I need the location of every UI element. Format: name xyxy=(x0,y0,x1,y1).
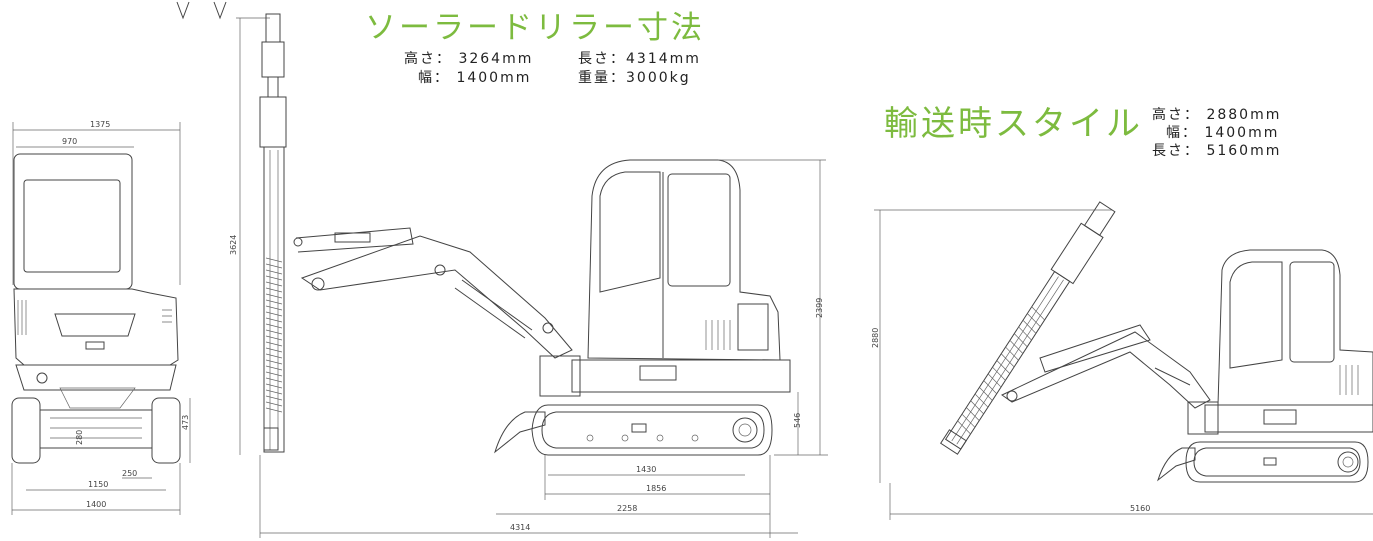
transport-spec-length: 長さ： 5160mm xyxy=(1152,143,1282,159)
transport-spec-width: 幅： 1400mm xyxy=(1166,125,1280,141)
dim-front-under: 280 xyxy=(75,430,84,445)
cropped-marks xyxy=(176,1,227,20)
dim-overall-len: 4314 xyxy=(510,523,530,532)
side-view-drawing: 3624 xyxy=(229,13,828,538)
dim-tumbler: 1430 xyxy=(636,465,656,474)
main-title: ソーラードリラー寸法 xyxy=(365,10,705,46)
dim-blade-len: 2258 xyxy=(617,504,637,513)
dim-front-overall-top: 1375 xyxy=(90,120,110,129)
dim-front-track-height: 473 xyxy=(181,415,190,430)
spec-width: 幅： 1400mm xyxy=(418,70,532,86)
dim-cab-height: 2399 xyxy=(815,298,824,318)
spec-height: 高さ： 3264mm xyxy=(404,51,534,67)
dim-track-h: 546 xyxy=(793,413,802,428)
transport-spec-height: 高さ： 2880mm xyxy=(1152,107,1282,123)
dim-front-overall: 1400 xyxy=(86,500,106,509)
dim-mast-height: 3624 xyxy=(229,235,238,255)
front-view-drawing: 1375 970 473 280 250 1150 1400 xyxy=(11,120,191,515)
dim-front-track-w: 250 xyxy=(122,469,137,478)
transport-title: 輸送時スタイル xyxy=(884,104,1143,144)
transport-view-drawing: 2880 5160 xyxy=(871,201,1373,520)
dim-transport-height: 2880 xyxy=(871,328,880,348)
dim-front-gauge: 1150 xyxy=(88,480,108,489)
spec-weight: 重量：3000kg xyxy=(578,70,691,86)
dim-front-cab-width: 970 xyxy=(62,137,77,146)
dim-track-len: 1856 xyxy=(646,484,666,493)
dim-transport-length: 5160 xyxy=(1130,504,1150,513)
spec-length: 長さ：4314mm xyxy=(578,51,701,67)
